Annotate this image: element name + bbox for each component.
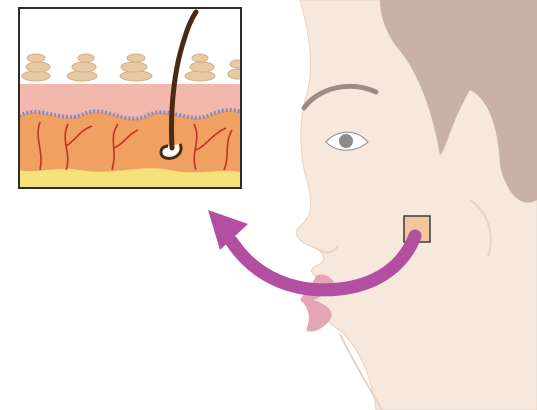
face-profile <box>296 0 537 410</box>
skin-cross-section-inset <box>19 8 248 188</box>
eye-iris <box>339 134 353 148</box>
